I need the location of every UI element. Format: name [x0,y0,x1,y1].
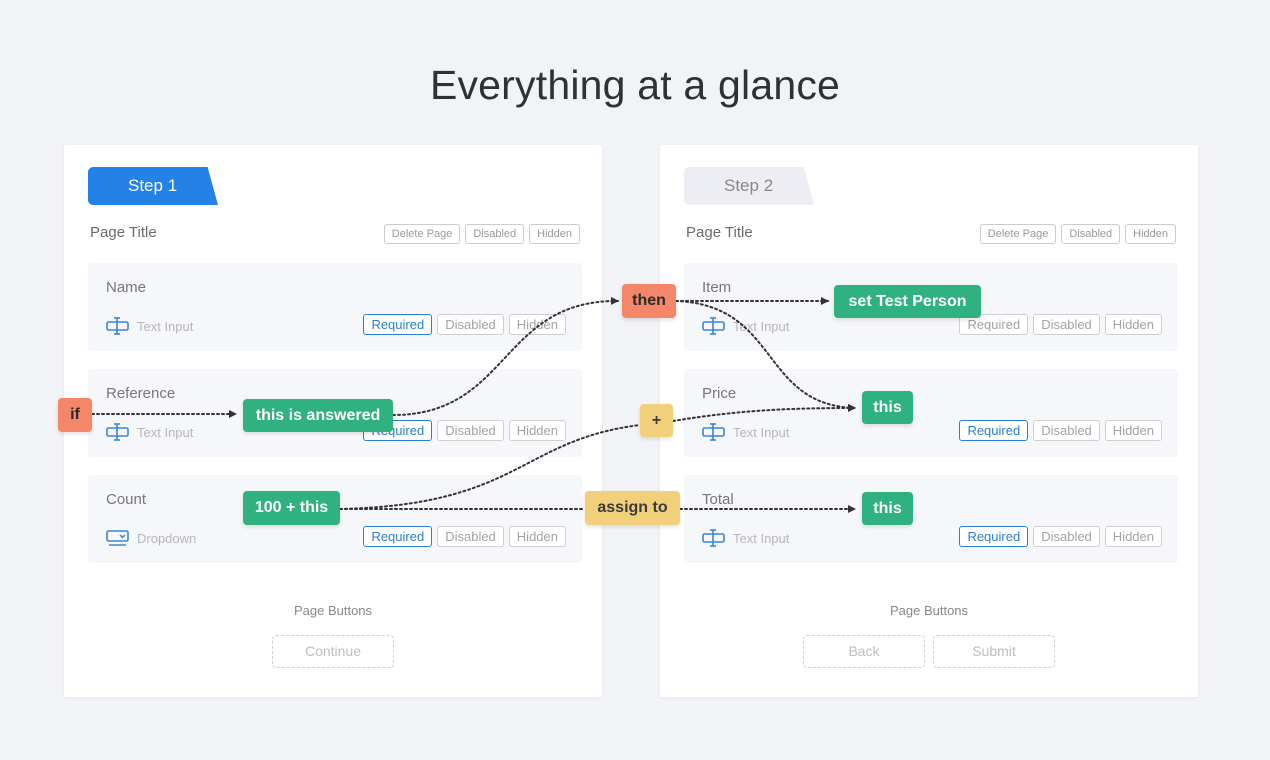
field-item[interactable]: Item Text Input Required Disabled Hidden [684,263,1178,351]
field-label: Reference [106,385,176,402]
page-buttons: Continue [64,635,602,668]
logic-action-chip[interactable]: set Test Person [834,285,981,318]
field-type: Dropdown [106,529,196,547]
field-label: Name [106,279,147,296]
field-type-label: Text Input [137,424,194,440]
required-toggle[interactable]: Required [959,420,1029,441]
connector-plus-this [672,404,856,422]
field-label: Count [106,491,147,508]
field-type: Text Input [106,317,193,335]
delete-page-button[interactable]: Delete Page [979,224,1057,244]
submit-button[interactable]: Submit [933,635,1055,668]
page-disabled-toggle[interactable]: Disabled [465,224,525,244]
connector-then-this [675,300,856,412]
disabled-toggle[interactable]: Disabled [437,420,504,441]
required-toggle[interactable]: Required [363,314,433,335]
field-type-label: Text Input [733,530,790,546]
disabled-toggle[interactable]: Disabled [1033,420,1100,441]
logic-price-target-chip[interactable]: this [862,391,913,424]
hidden-toggle[interactable]: Hidden [508,420,566,441]
page-actions: Delete Page Disabled Hidden [979,224,1176,244]
required-toggle[interactable]: Required [363,526,433,547]
logic-plus-chip[interactable]: + [640,404,673,437]
field-type: Text Input [702,529,789,547]
field-type: Text Input [106,423,193,441]
connector-answered-then [392,296,619,416]
field-type: Text Input [702,423,789,441]
logic-expression-chip[interactable]: 100 + this [243,491,340,525]
field-flags: Required Disabled Hidden [363,314,566,335]
tab-step-2[interactable]: Step 2 [684,167,814,205]
step-2-panel: Step 2 Page Title Delete Page Disabled H… [660,145,1198,697]
logic-condition-chip[interactable]: this is answered [243,399,393,432]
field-flags: Required Disabled Hidden [363,420,566,441]
text-input-icon [702,317,726,335]
page-title: Page Title [686,224,753,241]
page-buttons: Back Submit [660,635,1198,668]
field-type-label: Text Input [137,318,194,334]
tab-step-1[interactable]: Step 1 [88,167,218,205]
disabled-toggle[interactable]: Disabled [1033,526,1100,547]
required-toggle[interactable]: Required [959,314,1029,335]
logic-assign-chip[interactable]: assign to [585,491,680,525]
page-disabled-toggle[interactable]: Disabled [1061,224,1121,244]
required-toggle[interactable]: Required [959,526,1029,547]
hidden-toggle[interactable]: Hidden [508,314,566,335]
hidden-toggle[interactable]: Hidden [1104,314,1162,335]
text-input-icon [106,423,130,441]
logic-if-chip[interactable]: if [58,398,92,432]
disabled-toggle[interactable]: Disabled [437,526,504,547]
field-type-label: Text Input [733,318,790,334]
page-heading: Everything at a glance [429,62,841,108]
logic-then-chip[interactable]: then [622,284,676,318]
disabled-toggle[interactable]: Disabled [1033,314,1100,335]
connector-count-plus [339,424,641,510]
hidden-toggle[interactable]: Hidden [1104,420,1162,441]
dropdown-icon [106,529,130,547]
field-label: Price [702,385,737,402]
field-label: Total [702,491,734,508]
field-name[interactable]: Name Text Input Required Disabled Hidden [88,263,582,351]
text-input-icon [702,529,726,547]
field-flags: Required Disabled Hidden [363,526,566,547]
field-flags: Required Disabled Hidden [959,420,1162,441]
hidden-toggle[interactable]: Hidden [1104,526,1162,547]
field-flags: Required Disabled Hidden [959,526,1162,547]
text-input-icon [702,423,726,441]
page-actions: Delete Page Disabled Hidden [383,224,580,244]
text-input-icon [106,317,130,335]
back-button[interactable]: Back [803,635,925,668]
page-hidden-toggle[interactable]: Hidden [529,224,580,244]
field-label: Item [702,279,732,296]
field-type-label: Text Input [733,424,790,440]
delete-page-button[interactable]: Delete Page [383,224,461,244]
field-type-label: Dropdown [137,530,197,546]
field-type: Text Input [702,317,789,335]
field-flags: Required Disabled Hidden [959,314,1162,335]
logic-total-target-chip[interactable]: this [862,492,913,525]
field-price[interactable]: Price Text Input Required Disabled Hidde… [684,369,1178,457]
page-buttons-label: Page Buttons [889,603,969,618]
page-hidden-toggle[interactable]: Hidden [1125,224,1176,244]
continue-button[interactable]: Continue [272,635,394,668]
hidden-toggle[interactable]: Hidden [508,526,566,547]
field-total[interactable]: Total Text Input Required Disabled Hidde… [684,475,1178,563]
page-title: Page Title [90,224,157,241]
disabled-toggle[interactable]: Disabled [437,314,504,335]
page-buttons-label: Page Buttons [293,603,373,618]
